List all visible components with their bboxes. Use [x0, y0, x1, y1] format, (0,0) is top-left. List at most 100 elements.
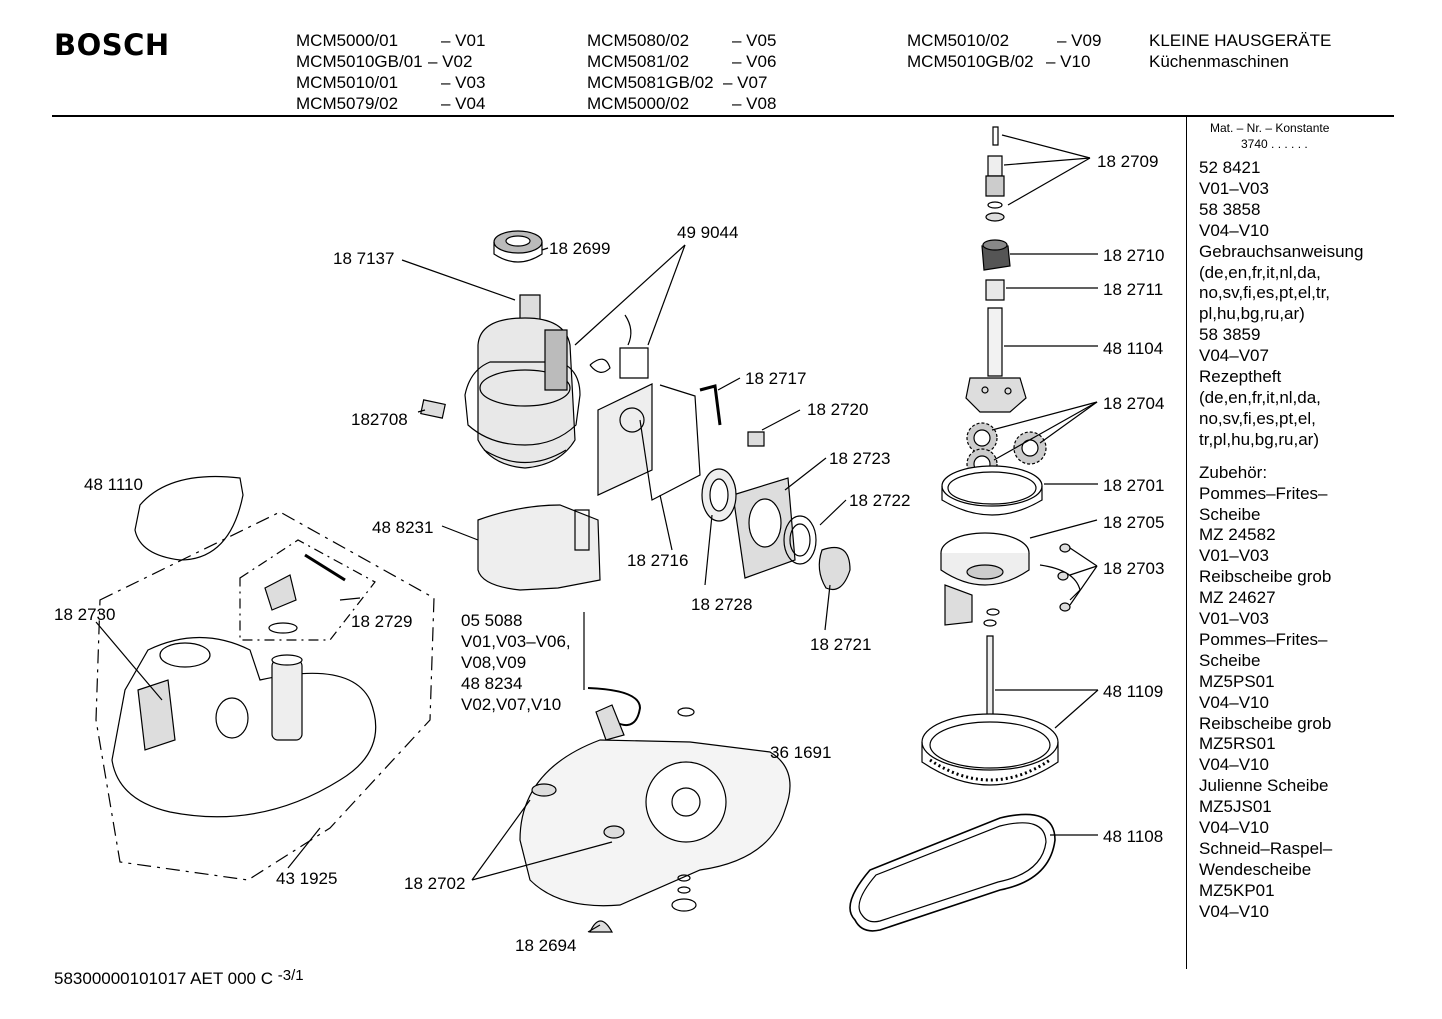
accessory-entry: Schneid–Raspel– — [1199, 839, 1333, 858]
part-label: 18 2694 — [515, 936, 577, 955]
model-version: – V09 — [1057, 31, 1102, 50]
part-label: 18 2717 — [745, 369, 807, 388]
foot-parts — [590, 875, 696, 932]
wiring-part — [590, 315, 648, 378]
part-label: 43 1925 — [276, 869, 338, 888]
cable-variant-line: 05 5088 — [461, 611, 523, 630]
cable-variant-line: 48 8234 — [461, 674, 523, 693]
part-label: 18 2705 — [1103, 513, 1165, 532]
assembly-boundary — [96, 512, 434, 880]
document-code: 58300000101017 AET 000 C — [54, 969, 273, 988]
washer-part — [986, 213, 1004, 221]
part-label: 48 1110 — [84, 475, 143, 494]
mat-number-value: 3740 . . . . . . — [1241, 137, 1308, 151]
accessory-entry: V04–V10 — [1199, 755, 1269, 775]
part-label: 49 9044 — [677, 223, 739, 242]
motor-cover-part — [478, 505, 600, 590]
model-version: – V01 — [441, 31, 486, 50]
sidebar-entry: (de,en,fr,it,nl,da, — [1199, 387, 1321, 407]
spring-clip-part — [700, 386, 720, 425]
category-line2: Küchenmaschinen — [1149, 52, 1289, 71]
page-number: -3/1 — [277, 967, 304, 984]
lid-part — [135, 477, 243, 560]
model-version: – V04 — [441, 94, 486, 113]
drive-belt-part — [850, 814, 1055, 930]
accessory-entry: Zubehör: — [1199, 462, 1268, 482]
cable-variant-line: V01,V03–V06, — [461, 632, 571, 651]
base-part — [520, 708, 790, 906]
pinion-part — [988, 156, 1002, 176]
cable-variant-line: V02,V07,V10 — [461, 695, 562, 714]
model-code: MCM5081/02 — [587, 52, 690, 71]
switch-part — [748, 432, 764, 446]
model-version: – V10 — [1046, 52, 1091, 71]
part-label: 18 2709 — [1097, 152, 1159, 171]
carbon-brush-part — [421, 400, 445, 418]
housing-part — [112, 638, 376, 817]
sidebar-entry: no,sv,fi,es,pt,el, — [1199, 408, 1316, 428]
leader-lines-right — [992, 135, 1098, 835]
washer-part — [988, 202, 1002, 208]
sidebar-entry: (de,en,fr,it,nl,da, — [1199, 262, 1321, 282]
sidebar-info: 52 8421 V01–V03 58 3858 V04–V10 Gebrauch… — [1199, 158, 1363, 923]
part-label: 182708 — [351, 410, 408, 429]
model-code: MCM5010/01 — [296, 73, 399, 92]
brand-logo: BOSCH — [54, 28, 170, 62]
part-label: 48 1104 — [1103, 339, 1164, 358]
model-code: MCM5010GB/02 — [907, 52, 1034, 71]
cover-plate-part — [733, 478, 795, 578]
model-version: – V02 — [428, 52, 473, 71]
sidebar-entry: no,sv,fi,es,pt,el,tr, — [1199, 283, 1331, 303]
flange-part — [966, 378, 1026, 412]
accessory-entry: MZ 24627 — [1199, 588, 1276, 608]
cable-variant-label: 05 5088 V01,V03–V06, V08,V09 48 8234 V02… — [461, 610, 571, 715]
model-code: MCM5081GB/02 — [587, 73, 714, 92]
cable-variant-line: V08,V09 — [461, 653, 527, 672]
part-label: 18 2723 — [829, 449, 891, 468]
sidebar-entry: V04–V10 — [1199, 220, 1269, 240]
ring-gear-part — [942, 466, 1042, 515]
mat-number-header: Mat. – Nr. – Konstante — [1210, 121, 1330, 135]
part-label: 18 2720 — [807, 400, 869, 419]
part-label: 18 2711 — [1103, 280, 1164, 299]
accessory-entry: V04–V10 — [1199, 901, 1269, 921]
gear-housing-part — [941, 533, 1080, 625]
accessory-entry: MZ5JS01 — [1199, 797, 1272, 817]
model-version: – V08 — [732, 94, 777, 113]
part-label: 18 2728 — [691, 595, 753, 614]
leader-lines-base — [96, 598, 612, 932]
sidebar-entry: 52 8421 — [1199, 158, 1261, 177]
model-code: MCM5000/02 — [587, 94, 690, 113]
accessory-entry: MZ5KP01 — [1199, 880, 1275, 900]
sidebar-entry: tr,pl,hu,bg,ru,ar) — [1199, 429, 1320, 449]
accessory-entry: Scheibe — [1199, 504, 1261, 524]
accessory-entry: MZ 24582 — [1199, 525, 1276, 545]
category-title: KLEINE HAUSGERÄTE Küchenmaschinen — [1149, 30, 1331, 72]
bracket-part — [640, 385, 700, 500]
category-line1: KLEINE HAUSGERÄTE — [1149, 31, 1332, 50]
accessory-entry: Reibscheibe grob — [1199, 567, 1332, 587]
accessory-entry: V04–V10 — [1199, 692, 1269, 712]
accessory-entry: MZ5RS01 — [1199, 734, 1276, 754]
part-label: 48 8231 — [372, 518, 434, 537]
part-label: 36 1691 — [770, 743, 832, 762]
model-version: – V05 — [732, 31, 777, 50]
accessory-entry: Scheibe — [1199, 650, 1261, 670]
accessory-entry: MZ5PS01 — [1199, 671, 1275, 691]
shaft-part — [988, 308, 1002, 376]
drive-shaft-assembly — [966, 127, 1026, 412]
pinion-gear-part — [986, 176, 1004, 196]
bushing-parts — [984, 544, 1070, 626]
motor-part — [465, 295, 580, 468]
sidebar-entry: pl,hu,bg,ru,ar) — [1199, 304, 1305, 324]
model-version: – V03 — [441, 73, 486, 92]
document-footer: 58300000101017 AET 000 C -3/1 — [54, 967, 304, 989]
part-label: 18 2729 — [351, 612, 413, 631]
part-label: 18 2722 — [849, 491, 911, 510]
pulley-part — [922, 636, 1058, 785]
accessory-entry: V01–V03 — [1199, 609, 1269, 629]
circuit-board-part — [598, 384, 652, 495]
sidebar-entry: 58 3858 — [1199, 199, 1261, 219]
damper-ring-part — [494, 231, 542, 262]
